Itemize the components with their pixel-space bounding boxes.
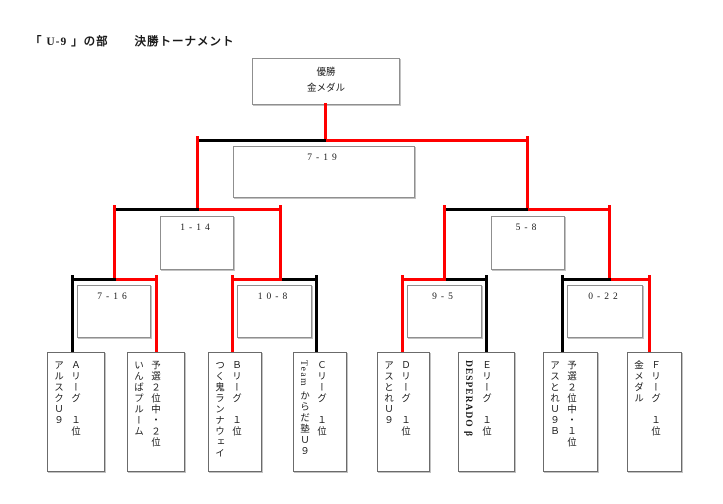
match-qf1-score: 7-16 <box>97 292 131 302</box>
team-6-name: DESPERADO β <box>463 360 473 437</box>
match-qf3-score: 9-5 <box>432 292 457 302</box>
team-4-name: Team からだ塾Ｕ９ <box>298 360 308 457</box>
team-box-5: Ｄリーグ １位 アスとれＵ９ <box>377 352 430 472</box>
team-1-name: アルスクＵ９ <box>52 360 62 426</box>
page-title: 「 U-9 」の部 決勝トーナメント <box>30 33 235 49</box>
connector-qf2-drop-right <box>315 275 318 353</box>
connector-qf1-top-right <box>116 278 158 281</box>
connector-final-drop-left <box>196 136 199 211</box>
team-box-8: Ｆリーグ １位 金メダル <box>627 352 682 472</box>
connector-sf1-drop-left <box>113 205 116 281</box>
connector-qf1-drop-left <box>71 275 74 353</box>
match-qf4-score: 0-22 <box>588 292 622 302</box>
team-6-position: Ｅリーグ １位 <box>480 360 490 437</box>
division-label: 「 U-9 」の部 <box>30 36 109 48</box>
connector-qf2-top-left <box>231 278 282 281</box>
connector-final-top-left <box>196 139 326 142</box>
connector-qf3-top-right <box>446 278 488 281</box>
match-qf1-box: 7-16 <box>77 285 151 338</box>
team-5-name: アスとれＵ９ <box>382 360 392 426</box>
team-3-name: つく鬼ランナウェイ <box>213 360 223 459</box>
connector-sf1-drop-right <box>279 205 282 281</box>
match-final-score: 7-19 <box>307 153 341 163</box>
connector-final-drop-right <box>526 136 529 211</box>
connector-final-top-right <box>326 139 529 142</box>
team-7-name: アスとれＵ９Ｂ <box>548 360 558 437</box>
team-box-7: 予選２位中・１位 アスとれＵ９Ｂ <box>543 352 598 472</box>
match-sf1-box: 1-14 <box>160 216 234 270</box>
connector-qf2-drop-left <box>231 275 234 353</box>
team-2-position: 予選２位中・２位 <box>149 360 159 448</box>
connector-qf2-top-right <box>282 278 318 281</box>
team-box-4: Ｃリーグ １位 Team からだ塾Ｕ９ <box>293 352 347 472</box>
team-1-position: Ａリーグ １位 <box>69 360 79 437</box>
connector-qf3-drop-left <box>401 275 404 353</box>
team-5-position: Ｄリーグ １位 <box>399 360 409 437</box>
connector-sf2-top-right <box>528 208 611 211</box>
team-4-position: Ｃリーグ １位 <box>315 360 325 437</box>
team-8-name: 金メダル <box>632 360 642 404</box>
match-qf4-box: 0-22 <box>567 285 643 338</box>
connector-sf2-drop-left <box>443 205 446 281</box>
match-sf1-score: 1-14 <box>180 223 214 233</box>
connector-sf2-drop-right <box>608 205 611 281</box>
team-box-6: Ｅリーグ １位 DESPERADO β <box>458 352 515 472</box>
team-box-1: Ａリーグ １位 アルスクＵ９ <box>47 352 105 472</box>
connector-qf4-top-right <box>611 278 651 281</box>
team-8-position: Ｆリーグ １位 <box>649 360 659 437</box>
connector-champion-stem <box>324 103 327 142</box>
champion-title: 優勝 <box>316 68 336 78</box>
connector-qf3-top-left <box>401 278 446 281</box>
match-qf2-score: 10-8 <box>257 292 292 302</box>
connector-qf3-drop-right <box>485 275 488 353</box>
team-box-2: 予選２位中・２位 いんばプルーム <box>127 352 185 472</box>
connector-qf4-drop-right <box>648 275 651 353</box>
match-sf2-score: 5-8 <box>515 223 541 233</box>
tournament-label: 決勝トーナメント <box>134 36 235 48</box>
team-box-3: Ｂリーグ １位 つく鬼ランナウェイ <box>208 352 262 472</box>
match-qf3-box: 9-5 <box>407 285 482 338</box>
match-final-box: 7-19 <box>233 146 415 198</box>
match-qf2-box: 10-8 <box>237 285 312 338</box>
champion-prize: 金メダル <box>306 84 345 94</box>
connector-qf4-top-left <box>561 278 611 281</box>
team-2-name: いんばプルーム <box>132 360 142 437</box>
team-3-position: Ｂリーグ １位 <box>230 360 240 437</box>
connector-sf2-top-left <box>443 208 528 211</box>
connector-sf1-top-right <box>199 208 282 211</box>
connector-qf1-drop-right <box>155 275 158 353</box>
connector-sf1-top-left <box>113 208 199 211</box>
champion-box: 優勝 金メダル <box>252 58 400 105</box>
connector-qf1-top-left <box>71 278 116 281</box>
connector-qf4-drop-left <box>561 275 564 353</box>
match-sf2-box: 5-8 <box>491 216 565 270</box>
team-7-position: 予選２位中・１位 <box>565 360 575 448</box>
